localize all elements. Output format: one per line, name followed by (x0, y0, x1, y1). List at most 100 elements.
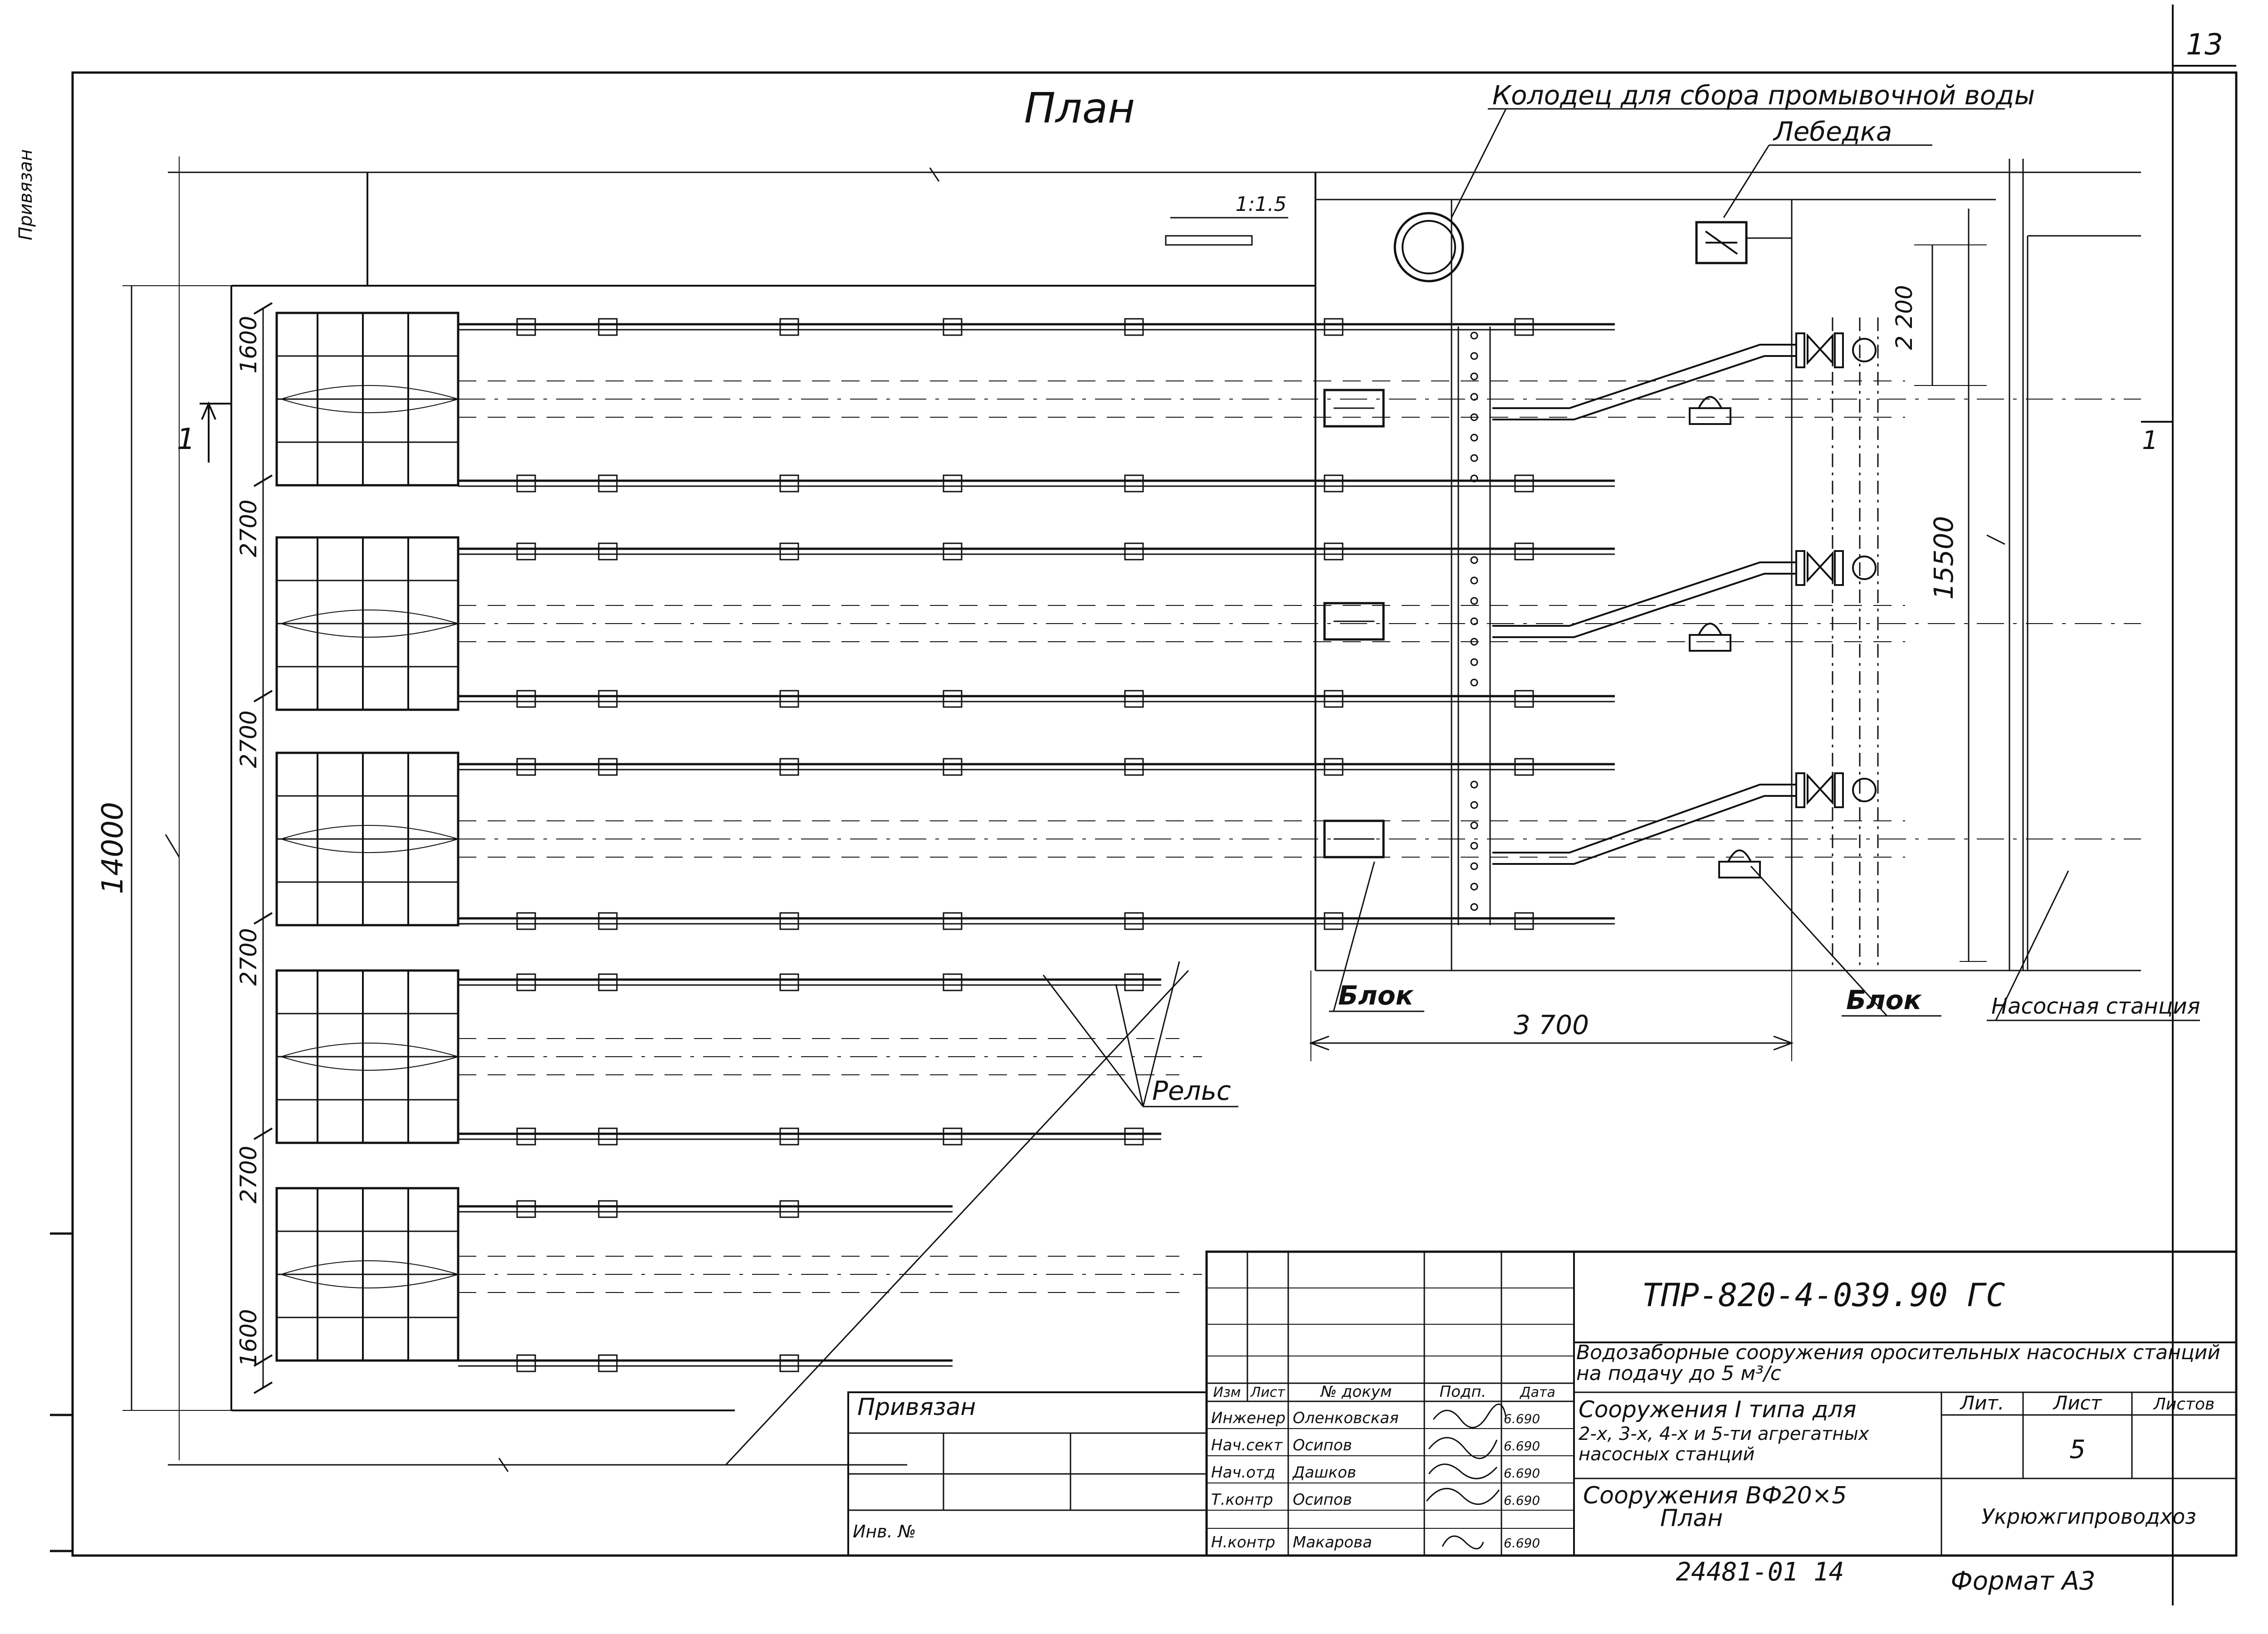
block-callout-right: Блок (1846, 985, 1922, 1015)
block-pulley-icon (1718, 861, 1761, 878)
rail-tie (943, 690, 963, 708)
pump-station-wall (2009, 159, 2141, 971)
dimension-tick (253, 474, 273, 487)
cassette-arc (281, 839, 459, 853)
rail-tie (779, 690, 799, 708)
rail-tie (779, 318, 799, 336)
rail-tie (516, 758, 536, 776)
dimension-3700 (1309, 971, 1794, 1061)
rail-tie (1324, 542, 1344, 561)
collector-hole (1470, 556, 1478, 564)
dim-left-2: 2700 (235, 499, 262, 557)
sig-name: Осипов (1293, 1436, 1352, 1454)
rail-callout: Рельс (1152, 1075, 1231, 1106)
slope-label: 1:1.5 (1236, 193, 1287, 216)
collector-hole (1470, 842, 1478, 850)
rail-tie (1514, 690, 1534, 708)
flush-pipes (1323, 332, 1877, 878)
collector-hole (1470, 638, 1478, 646)
rail-tie (779, 1354, 799, 1372)
bottom-dimension-line (168, 1458, 907, 1472)
section-mark-left: 1 (177, 423, 196, 456)
cassette-arc (281, 825, 459, 839)
flange (1834, 550, 1844, 586)
flush-pipe (1492, 784, 1796, 854)
valve-icon (1807, 333, 1833, 366)
winch-callout: Лебедка (1773, 116, 1892, 147)
section-mark (200, 401, 2173, 463)
rail-tie (598, 758, 618, 776)
rail-tie (1324, 474, 1344, 493)
rail-tie (1514, 474, 1534, 493)
collector-hole (1470, 576, 1478, 585)
collector-hole (1470, 658, 1478, 666)
format-label: Формат А3 (1951, 1566, 2096, 1596)
cassette-arc (281, 623, 459, 638)
collector-hole (1470, 352, 1478, 360)
flush-pipe (1492, 573, 1796, 638)
sig-role: Нач.отд (1211, 1463, 1275, 1482)
pump-icon (1852, 778, 1877, 802)
sig-date: 6.690 (1504, 1493, 1540, 1508)
col-header-sign: Подп. (1440, 1383, 1486, 1401)
rail-tie (516, 1354, 536, 1372)
rails (458, 318, 2141, 1372)
rail-tie (1324, 318, 1344, 336)
dim-2200: 2 200 (1891, 285, 1917, 350)
filter-cassettes (275, 312, 459, 1362)
flush-pipe (1492, 355, 1796, 420)
rail-tie (1514, 542, 1534, 561)
rail-tie (779, 474, 799, 493)
rail-tie (598, 318, 618, 336)
rail-tie (1124, 318, 1144, 336)
section-mark-right: 1 (2142, 426, 2158, 455)
pump-icon (1852, 338, 1877, 362)
collector-hole (1470, 597, 1478, 605)
rail-tie (1514, 318, 1534, 336)
rail-tie (516, 690, 536, 708)
dimension-tick (253, 690, 273, 702)
collector-hole (1470, 474, 1478, 483)
dim-15500: 15500 (1928, 516, 1959, 600)
dimension-tick (253, 1381, 273, 1394)
dim-left-6: 1600 (235, 1309, 262, 1366)
drawing-title-line2: План (1660, 1505, 1723, 1532)
flange (1795, 550, 1805, 586)
dim-left-3: 2700 (235, 710, 262, 768)
slope-marker (1165, 217, 1288, 246)
rail-tie (1124, 1127, 1144, 1146)
sig-name: Оленковская (1293, 1409, 1399, 1427)
flange (1795, 772, 1805, 808)
block-callout-left: Блок (1338, 980, 1414, 1011)
cassette-arc (281, 1056, 459, 1071)
cassette-arc (281, 385, 459, 400)
rail-tie (779, 758, 799, 776)
collection-well (1393, 108, 2005, 283)
flush-pipe (1492, 561, 1796, 627)
sig-role: Инженер (1211, 1409, 1286, 1427)
drawing-title-line1: Сооружения ВФ20×5 (1583, 1482, 1847, 1509)
rail-tie (1124, 690, 1144, 708)
block-callout-lines (1042, 861, 2200, 1107)
flush-pipe (1492, 344, 1796, 409)
rail-tie (779, 912, 799, 930)
rail-tie (598, 1127, 618, 1146)
rail-tie (1514, 912, 1534, 930)
rail-tie (598, 1200, 618, 1218)
dimension-tick (253, 1127, 273, 1140)
rail-tie (1124, 912, 1144, 930)
rail-tie (1514, 758, 1534, 776)
cassette-arc (281, 610, 459, 624)
sig-date: 6.690 (1504, 1466, 1540, 1481)
block-pulley-icon (1689, 407, 1731, 425)
top-dimension-line (168, 156, 2141, 1460)
block-pulley-icon (1698, 396, 1722, 409)
rail-tie (779, 542, 799, 561)
cassette-arc (281, 399, 459, 413)
collector-hole (1470, 454, 1478, 462)
dimension-ticks (253, 302, 273, 1394)
collector-hole (1470, 678, 1478, 687)
collector-column (1457, 327, 1491, 925)
rail-tie (516, 1127, 536, 1146)
rail-tie (598, 542, 618, 561)
